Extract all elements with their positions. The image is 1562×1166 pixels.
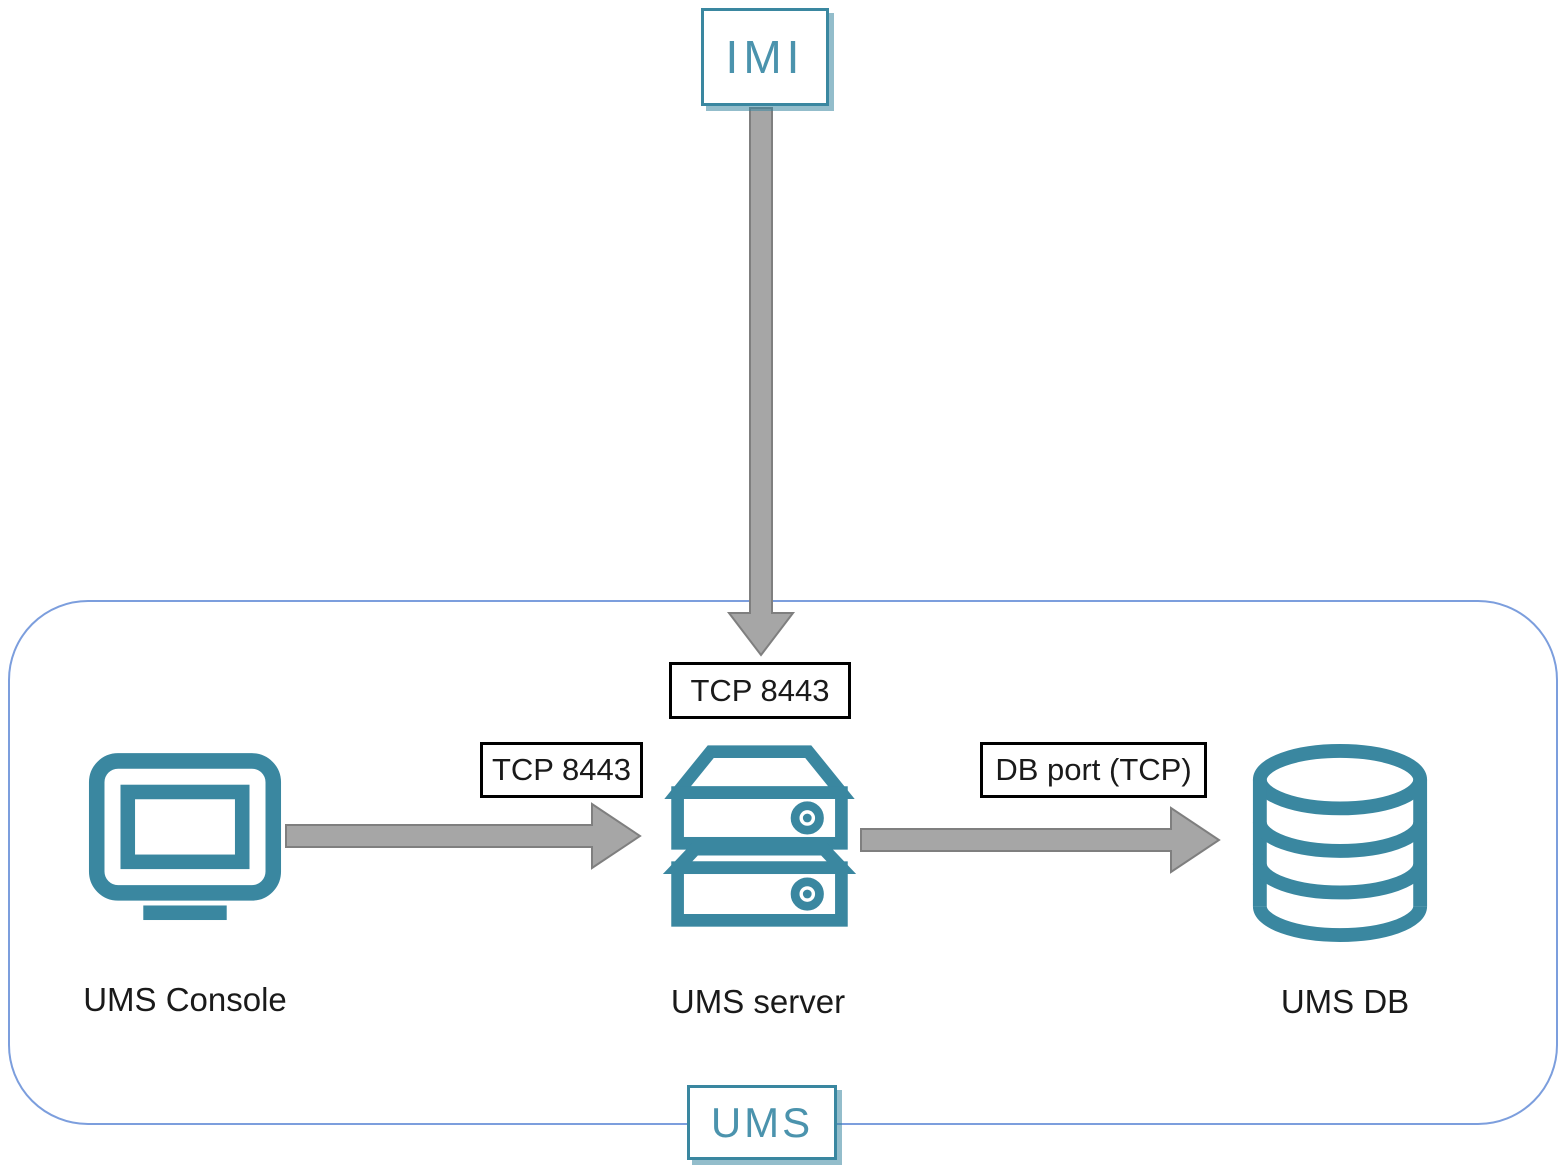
imi-node: IMI [701, 8, 829, 106]
ums-group-label: UMS [710, 1098, 814, 1146]
monitor-icon [88, 753, 282, 921]
arrow-console-to-server [285, 802, 642, 870]
server-icon [662, 745, 857, 927]
node-label-ums-db: UMS DB [1280, 983, 1410, 1020]
arrow-server-to-db [860, 806, 1221, 874]
ums-group-label-box: UMS [687, 1085, 837, 1160]
arrow-imi-to-server [726, 107, 796, 657]
imi-label: IMI [725, 31, 805, 83]
node-label-ums-server: UMS server [670, 983, 846, 1020]
port-label-imi-tcp8443: TCP 8443 [669, 662, 851, 719]
port-label-db-port: DB port (TCP) [980, 742, 1207, 798]
database-icon [1252, 744, 1428, 942]
node-label-ums-console: UMS Console [83, 981, 287, 1018]
port-label-console-tcp8443: TCP 8443 [480, 742, 643, 798]
